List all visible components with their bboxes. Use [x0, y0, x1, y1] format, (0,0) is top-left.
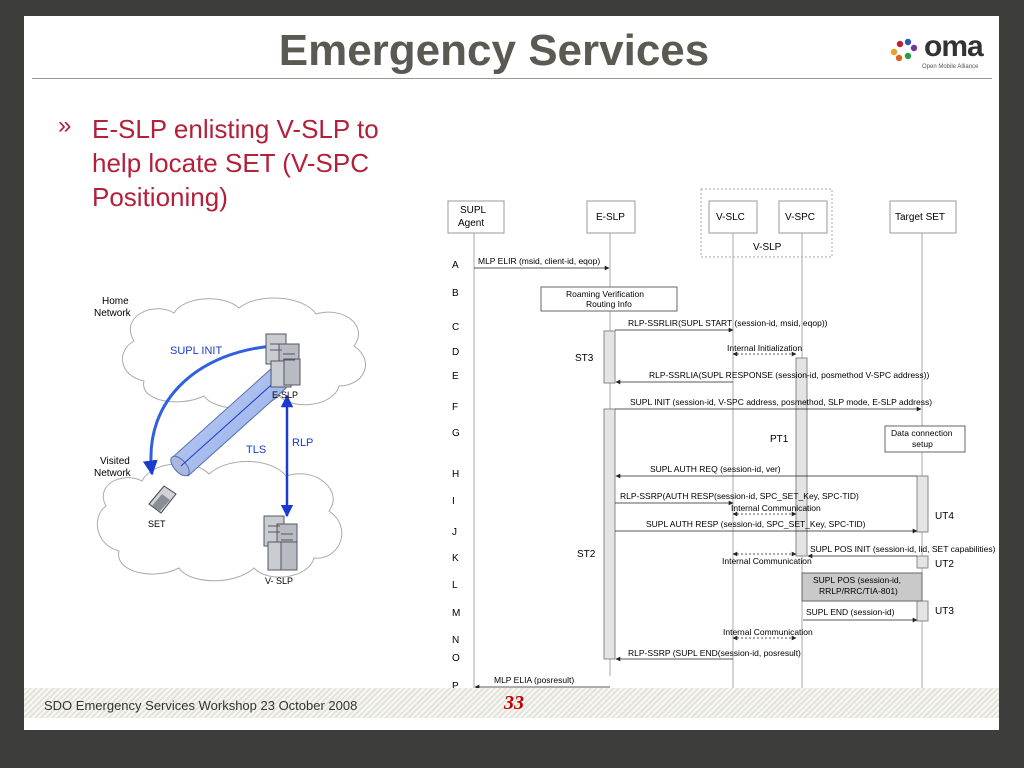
tls-tunnel — [170, 367, 287, 477]
vslp-group-box — [700, 188, 833, 258]
step-k: K — [452, 553, 459, 564]
step-d: D — [452, 347, 459, 358]
oma-logo-icon — [890, 38, 918, 62]
bullet-marker: » — [58, 112, 72, 139]
home-network-line1: Home — [102, 296, 129, 307]
slide-title: Emergency Services — [278, 26, 710, 75]
lane-supl-agent-l2: Agent — [458, 218, 484, 229]
vspc-activation — [795, 357, 808, 557]
msg-c-label: RLP-SSRLIR(SUPL START (session-id, msid,… — [628, 318, 828, 328]
step-g: G — [452, 428, 460, 439]
msg-k2-label: Internal Communication — [722, 556, 812, 566]
step-h: H — [452, 469, 459, 480]
svg-text:V-SLC: V-SLC — [716, 212, 745, 223]
lane-supl-agent: SUPL Agent — [447, 200, 505, 234]
page-number: 33 — [504, 692, 524, 714]
lane-target-set: Target SET — [889, 200, 957, 234]
visited-network-line2: Network — [94, 468, 132, 479]
msg-a-label: MLP ELIR (msid, client-id, eqop) — [478, 256, 600, 266]
msg-k-label: SUPL POS INIT (session-id, lid, SET capa… — [810, 544, 996, 554]
vslp-group-label: V-SLP — [753, 242, 782, 253]
home-network-line2: Network — [94, 308, 132, 319]
step-b: B — [452, 288, 459, 299]
msg-l-box — [801, 572, 923, 602]
eslp-activation-st2 — [603, 408, 616, 660]
timer-st3: ST3 — [575, 353, 594, 364]
set-node-label: SET — [148, 519, 166, 529]
footer-band — [24, 688, 999, 718]
visited-network-cloud — [96, 461, 343, 582]
lane-vspc: V-SPC — [778, 200, 828, 234]
lane-supl-agent-l1: SUPL — [460, 205, 487, 216]
footer-text: SDO Emergency Services Workshop 23 Octob… — [44, 698, 358, 713]
step-l: L — [452, 580, 458, 591]
msg-f-label: SUPL INIT (session-id, V-SPC address, po… — [630, 397, 932, 407]
set-activation-ut2 — [916, 555, 929, 569]
timer-ut3: UT3 — [935, 606, 954, 617]
timer-pt1: PT1 — [770, 434, 789, 445]
bullet-text: E-SLP enlisting V-SLP to help locate SET… — [92, 114, 379, 212]
msg-g-line2: setup — [912, 439, 933, 449]
tls-label: TLS — [246, 444, 266, 456]
step-e: E — [452, 371, 459, 382]
network-illustration: Home Network Visited Network SUPL INIT T… — [94, 296, 366, 586]
set-activation-ut4 — [916, 475, 929, 533]
msg-l-line2: RRLP/RRC/TIA-801) — [819, 586, 898, 596]
step-o: O — [452, 653, 460, 664]
eslp-server-icon — [265, 333, 301, 388]
msg-m-label: SUPL END (session-id) — [806, 607, 895, 617]
step-n: N — [452, 635, 459, 646]
step-labels: A B C D E F G H I J K L M N O P — [452, 260, 460, 692]
msg-e-label: RLP-SSRLIA(SUPL RESPONSE (session-id, po… — [649, 370, 929, 380]
title-divider — [32, 78, 992, 79]
visited-network-line1: Visited — [100, 456, 130, 467]
step-a: A — [452, 260, 459, 271]
msg-o-label: RLP-SSRP (SUPL END(session-id, posresult… — [628, 648, 801, 658]
msg-j-label: SUPL AUTH RESP (session-id, SPC_SET_Key,… — [646, 519, 866, 529]
msg-h-label: SUPL AUTH REQ (session-id, ver) — [650, 464, 781, 474]
msg-n-label: Internal Communication — [723, 627, 813, 637]
msg-b-box — [540, 286, 678, 312]
svg-text:Target SET: Target SET — [895, 212, 945, 223]
step-c: C — [452, 322, 459, 333]
step-j: J — [452, 527, 457, 538]
timer-ut2: UT2 — [935, 559, 954, 570]
msg-g-line1: Data connection — [891, 428, 953, 438]
eslp-activation-st3 — [603, 330, 616, 384]
msg-i2-label: Internal Communication — [731, 503, 821, 513]
step-f: F — [452, 402, 458, 413]
home-network-cloud — [122, 297, 366, 409]
home-network-label: Home Network — [94, 296, 132, 319]
rlp-label: RLP — [292, 437, 313, 449]
supl-init-label: SUPL INIT — [170, 345, 222, 357]
diagram: Home Network Visited Network SUPL INIT T… — [94, 188, 996, 702]
msg-i-label: RLP-SSRP(AUTH RESP(session-id, SPC_SET_K… — [620, 491, 859, 501]
vslp-node-label: V- SLP — [265, 576, 293, 586]
msg-p-label: MLP ELIA (posresult) — [494, 675, 574, 685]
msg-g-box — [884, 425, 966, 453]
timer-ut4: UT4 — [935, 511, 954, 522]
svg-text:V-SPC: V-SPC — [785, 212, 815, 223]
svg-text:E-SLP: E-SLP — [596, 212, 625, 223]
set-phone-icon — [148, 485, 177, 514]
lane-vslc: V-SLC — [708, 200, 758, 234]
step-p: P — [452, 681, 459, 692]
step-m: M — [452, 608, 460, 619]
eslp-node-label: E-SLP — [272, 390, 298, 400]
msg-d-label: Internal Initialization — [727, 343, 802, 353]
msg-l-line1: SUPL POS (session-id, — [813, 575, 901, 585]
logo-wordmark: oma — [924, 30, 984, 63]
set-activation-ut3 — [916, 600, 929, 622]
step-i: I — [452, 496, 455, 507]
vslp-server-icon — [263, 515, 298, 571]
lane-eslp: E-SLP — [586, 200, 636, 234]
sequence-diagram: V-SLP SUPL Agent E-SLP V-SLC — [447, 188, 996, 702]
slide: Emergency Services oma Open Mobile Allia… — [24, 16, 999, 730]
msg-b-line2: Routing Info — [586, 299, 632, 309]
logo-tagline: Open Mobile Alliance — [922, 64, 979, 70]
msg-b-line1: Roaming Verification — [566, 289, 644, 299]
visited-network-label: Visited Network — [94, 456, 133, 479]
supl-init-arrow — [142, 344, 275, 476]
timer-st2: ST2 — [577, 549, 596, 560]
